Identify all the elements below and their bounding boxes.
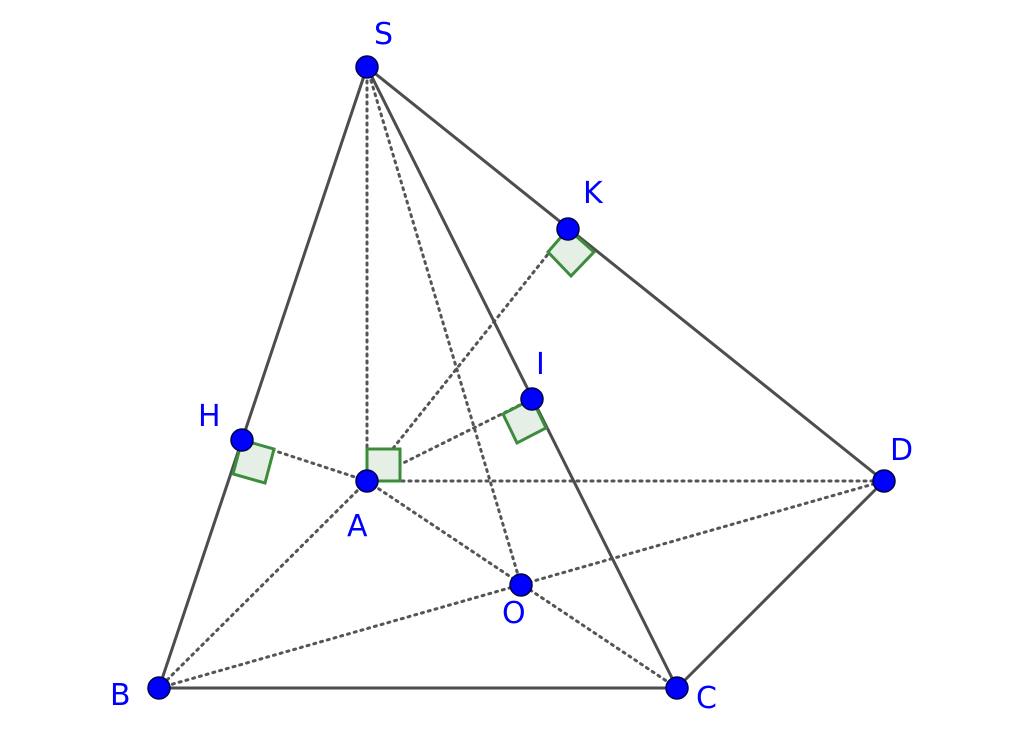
vertex-d <box>872 469 896 493</box>
vertex-a <box>355 469 379 493</box>
right-angle-markers <box>231 226 597 485</box>
vertex-b <box>147 676 171 700</box>
vertex-s <box>355 55 379 79</box>
vertex-i <box>520 387 544 411</box>
dotted-edge-so <box>365 65 523 587</box>
solid-edge-sb <box>157 65 369 690</box>
vertex-label-i: I <box>536 347 545 382</box>
vertex-labels: S K I H A D O B C <box>110 17 913 716</box>
vertex-k <box>556 217 580 241</box>
vertex-label-o: O <box>502 596 526 631</box>
dotted-edge-ac <box>365 479 679 690</box>
vertex-label-h: H <box>198 399 221 434</box>
dotted-edge-ab <box>157 479 369 690</box>
solid-edge-cd <box>675 479 886 690</box>
vertex-label-d: D <box>890 433 913 468</box>
vertex-o <box>509 573 533 597</box>
solid-edges <box>157 65 886 690</box>
solid-edge-sc <box>365 65 679 690</box>
dotted-edge-ak <box>365 227 570 483</box>
vertices <box>147 55 896 700</box>
solid-edge-sd <box>365 65 886 483</box>
vertex-label-k: K <box>583 176 604 211</box>
dotted-edge-ah <box>240 438 369 483</box>
vertex-label-c: C <box>696 681 717 716</box>
vertex-h <box>230 428 254 452</box>
vertex-label-a: A <box>347 509 368 544</box>
vertex-c <box>665 676 689 700</box>
right-angle-marker-k <box>545 226 597 279</box>
vertex-label-s: S <box>374 17 393 52</box>
vertex-label-b: B <box>110 678 131 713</box>
